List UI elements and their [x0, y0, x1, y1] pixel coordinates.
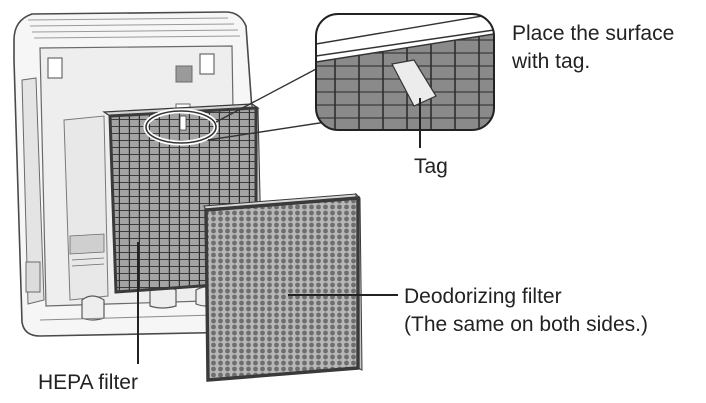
- tag-zoom-inset: [315, 13, 495, 131]
- deodorizing-filter: [203, 192, 363, 382]
- deodorizing-filter-line2: (The same on both sides.): [404, 313, 648, 336]
- deodorizing-filter-line1: Deodorizing filter: [404, 285, 562, 308]
- hepa-filter-label: HEPA filter: [38, 371, 138, 394]
- place-surface-line1: Place the surface: [512, 22, 675, 45]
- tag-label: Tag: [414, 155, 448, 178]
- zoom-tag: [391, 59, 437, 107]
- filter-tag-mark: [179, 115, 187, 131]
- place-surface-line2: with tag.: [512, 50, 591, 73]
- place-surface-label: Place the surface with tag.: [512, 20, 674, 76]
- deodorizing-filter-label: Deodorizing filter (The same on both sid…: [404, 283, 648, 339]
